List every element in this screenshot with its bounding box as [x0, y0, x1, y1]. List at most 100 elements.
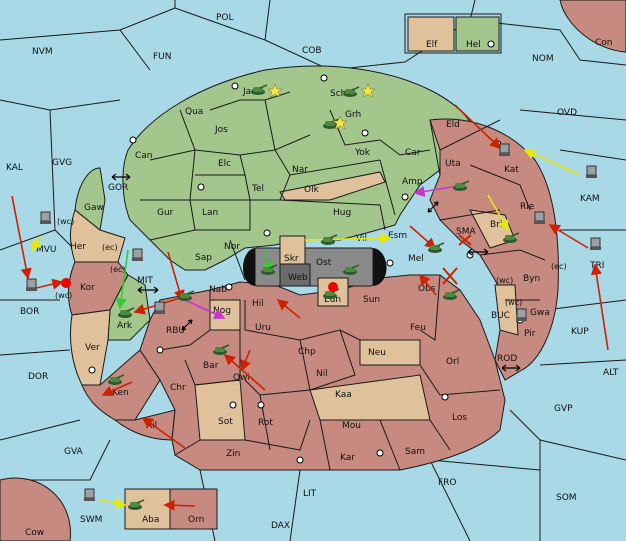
region-web[interactable]	[279, 263, 311, 287]
label-byn: Byn	[523, 274, 540, 284]
label-ost: Ost	[316, 258, 332, 268]
coast-tag-byn: (wc)	[496, 276, 513, 285]
label-gvp: GVP	[554, 404, 573, 414]
label-uta: Uta	[445, 159, 461, 169]
label-sch: Sch	[330, 89, 346, 99]
battle-burst-icon	[328, 282, 338, 292]
coast-tag-gwa: (wc)	[505, 298, 522, 307]
arrow-tri-rie	[548, 224, 589, 249]
label-feu: Feu	[410, 323, 426, 333]
label-los: Los	[452, 413, 467, 423]
label-kor: Kor	[80, 283, 95, 293]
arrow-obs	[419, 273, 437, 296]
region-gaw[interactable]	[74, 167, 106, 231]
arrow-bor-kor	[35, 278, 64, 290]
label-jad: Jad	[242, 87, 257, 97]
supply-center-icon	[320, 74, 328, 82]
label-elc: Elc	[218, 159, 231, 169]
label-chp: Chp	[298, 347, 316, 357]
supply-center-icon	[129, 136, 137, 144]
region-orn[interactable]	[169, 488, 218, 530]
cross-icon	[442, 267, 458, 285]
supply-center-icon	[225, 283, 233, 291]
region-skr[interactable]	[279, 235, 306, 265]
label-zin: Zin	[226, 449, 240, 459]
arrow-ark	[115, 249, 129, 310]
region-byn-tan[interactable]	[494, 284, 519, 336]
label-mvu: MVU	[36, 245, 57, 255]
arrow-hil	[276, 298, 301, 319]
supply-center-icon	[401, 193, 409, 201]
region-west-cap	[242, 248, 255, 286]
label-orn: Orn	[188, 515, 204, 525]
label-uru: Uru	[255, 323, 271, 333]
label-nvm: NVM	[32, 47, 53, 57]
label-swm: SWM	[80, 515, 102, 525]
legend-frame	[404, 13, 502, 54]
label-kam: KAM	[580, 194, 600, 204]
fleet-icon[interactable]	[39, 211, 52, 225]
label-rbu: RBU	[166, 326, 185, 336]
fleet-icon[interactable]	[153, 301, 166, 315]
supply-center-icon	[263, 229, 271, 237]
label-gwa: Gwa	[530, 308, 550, 318]
arrow-bar	[223, 353, 266, 391]
label-hug: Hug	[333, 208, 351, 218]
label-lan: Lan	[202, 208, 218, 218]
arrow-vil	[304, 232, 392, 244]
fleet-icon[interactable]	[25, 278, 38, 292]
region-sot[interactable]	[194, 379, 246, 441]
battle-markers	[61, 234, 472, 292]
label-sot: Sot	[218, 417, 233, 427]
cross-icon	[458, 234, 472, 246]
fleet-icon[interactable]	[585, 165, 598, 179]
battle-burst-icon	[61, 278, 71, 288]
label-kaa: Kaa	[335, 390, 352, 400]
label-gvg: GVG	[52, 158, 72, 168]
legend-hel-label: Hel	[466, 40, 481, 50]
label-nab: Nab	[209, 285, 227, 295]
arrow-esm-mel	[409, 225, 437, 250]
supply-center-icon	[386, 259, 394, 267]
region-her[interactable]	[70, 209, 126, 263]
label-hil: Hil	[252, 299, 264, 309]
fleet-icon[interactable]	[589, 237, 602, 251]
supply-center-icon	[296, 456, 304, 464]
label-lit: LIT	[303, 489, 317, 499]
stars	[267, 83, 376, 130]
label-kar: Kar	[340, 453, 355, 463]
arrow-alt-tri	[590, 263, 609, 351]
label-rot: Rot	[258, 418, 273, 428]
supply-center-icon	[156, 346, 164, 354]
label-cob: COB	[302, 46, 322, 56]
legend: Elf Hel	[404, 13, 502, 54]
supply-center-icon	[441, 393, 449, 401]
label-cow: Cow	[25, 528, 44, 538]
label-can: Can	[135, 151, 153, 161]
arrow-ken	[101, 381, 133, 397]
supply-center-icon	[257, 401, 265, 409]
coast-tag-kor: (ec)	[110, 265, 126, 274]
region-east-cap	[373, 248, 387, 286]
fleet-icon[interactable]	[131, 248, 144, 262]
supply-center-icon	[197, 183, 205, 191]
supply-center-icon	[487, 40, 495, 48]
label-ver: Ver	[85, 343, 100, 353]
arrow-mvu	[31, 235, 43, 252]
arrow-sap-nab	[167, 251, 185, 302]
label-esm: Esm	[388, 231, 407, 241]
fleet-icon[interactable]	[515, 308, 528, 322]
label-sma: SMA	[456, 227, 476, 237]
region-olk[interactable]	[279, 171, 386, 201]
supply-center-icon	[376, 449, 384, 457]
label-buc: BUC	[491, 311, 510, 321]
fleet-icon[interactable]	[533, 211, 546, 225]
label-nom: NOM	[532, 54, 554, 64]
region-ver[interactable]	[69, 309, 111, 386]
double-arrow-icon	[467, 248, 489, 256]
fleet-icon[interactable]	[498, 143, 511, 157]
label-jos: Jos	[214, 125, 228, 135]
supply-centers	[88, 74, 524, 464]
fleet-icon[interactable]	[83, 488, 96, 502]
